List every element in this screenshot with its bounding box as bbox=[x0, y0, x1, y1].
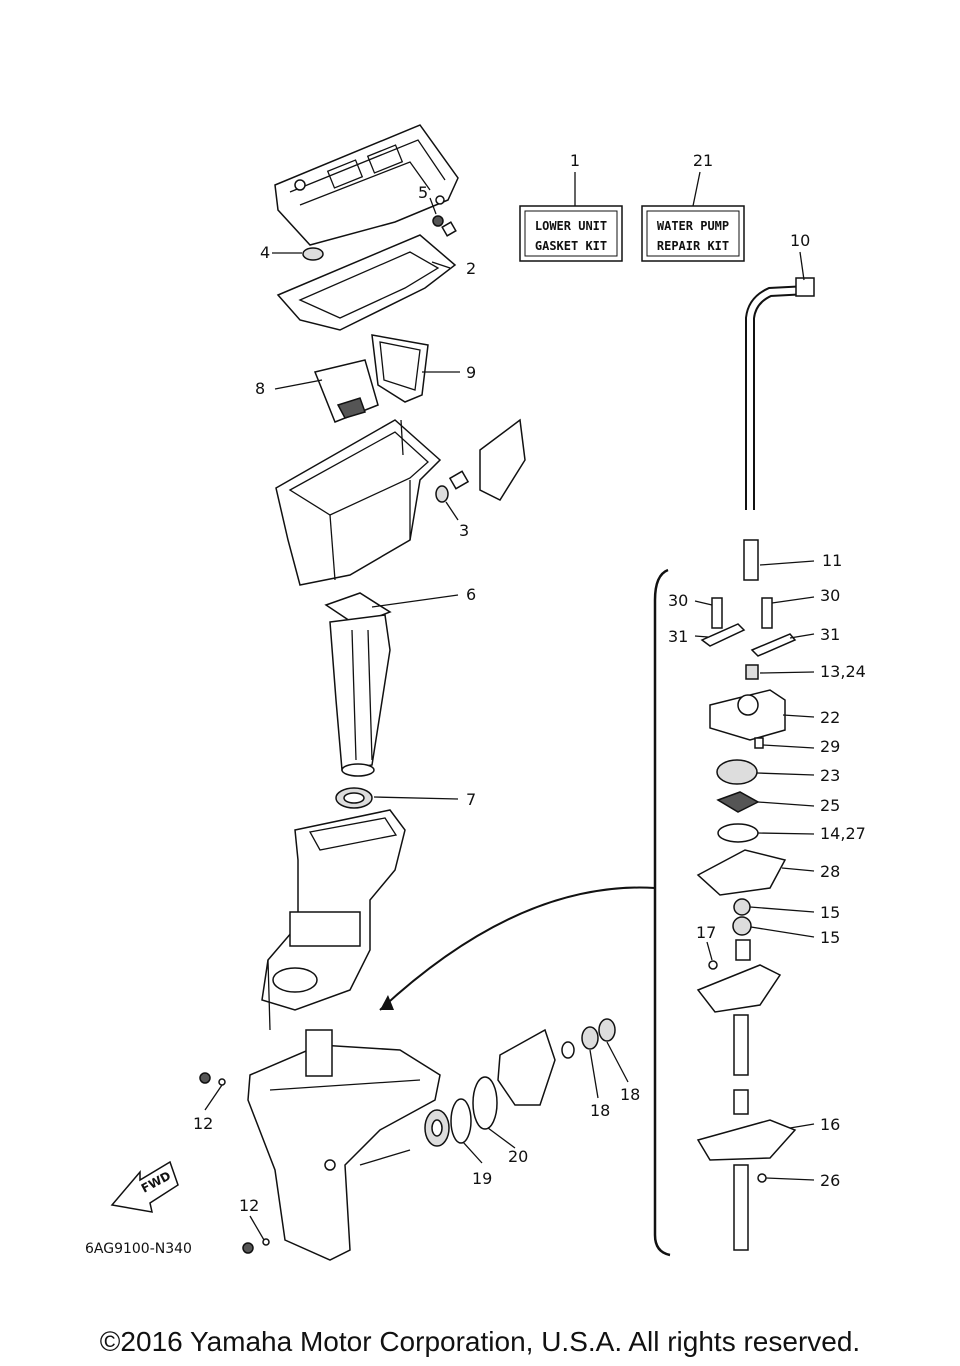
o-ring-part bbox=[435, 485, 449, 503]
callout-16[interactable]: 16 bbox=[820, 1115, 840, 1134]
kit-label-line2: REPAIR KIT bbox=[657, 239, 729, 253]
callout-11[interactable]: 11 bbox=[822, 551, 842, 570]
callout-30[interactable]: 30 bbox=[820, 586, 840, 605]
gasket-part bbox=[276, 234, 457, 331]
callout-4[interactable]: 4 bbox=[260, 243, 270, 262]
callout-7[interactable]: 7 bbox=[466, 790, 476, 809]
plate-part bbox=[750, 633, 797, 657]
plate-part bbox=[700, 623, 746, 647]
impeller-part bbox=[716, 791, 760, 813]
seal-part bbox=[581, 1026, 599, 1050]
callout-15[interactable]: 15 bbox=[820, 928, 840, 947]
key-part bbox=[757, 1173, 767, 1183]
kit-label-line1: LOWER UNIT bbox=[535, 219, 607, 233]
callout-5[interactable]: 5 bbox=[418, 183, 428, 202]
o-ring-part bbox=[472, 1076, 498, 1130]
lower-casing-part bbox=[275, 419, 442, 586]
callout-28[interactable]: 28 bbox=[820, 862, 840, 881]
callout-1[interactable]: 1 bbox=[570, 151, 580, 170]
callout-8[interactable]: 8 bbox=[255, 379, 265, 398]
callout-12[interactable]: 12 bbox=[239, 1196, 259, 1215]
outer-plate-cartridge-part bbox=[696, 964, 782, 1013]
callout-20[interactable]: 20 bbox=[508, 1147, 528, 1166]
kit-label-line1: WATER PUMP bbox=[657, 219, 729, 233]
bracket-part bbox=[479, 418, 526, 501]
washer-part bbox=[302, 247, 324, 261]
callout-25[interactable]: 25 bbox=[820, 796, 840, 815]
callout-18[interactable]: 18 bbox=[620, 1085, 640, 1104]
bolt-part bbox=[242, 1242, 254, 1254]
callout-19[interactable]: 19 bbox=[472, 1169, 492, 1188]
kit-label-line2: GASKET KIT bbox=[535, 239, 607, 253]
water-tube-part bbox=[743, 539, 759, 581]
callout-12[interactable]: 12 bbox=[193, 1114, 213, 1133]
callout-6[interactable]: 6 bbox=[466, 585, 476, 604]
callout-29[interactable]: 29 bbox=[820, 737, 840, 756]
bolt-part bbox=[761, 597, 773, 629]
bushing-part bbox=[733, 1089, 749, 1115]
seal-part bbox=[732, 916, 752, 936]
callout-3[interactable]: 3 bbox=[459, 521, 469, 540]
bolt-part bbox=[711, 597, 723, 629]
callout-18[interactable]: 18 bbox=[590, 1101, 610, 1120]
callout-31[interactable]: 31 bbox=[820, 625, 840, 644]
callout-13-24[interactable]: 13,24 bbox=[820, 662, 866, 681]
grommet-part bbox=[795, 277, 815, 297]
copyright-notice: ©2016 Yamaha Motor Corporation, U.S.A. A… bbox=[100, 1326, 860, 1357]
gasket-part bbox=[371, 334, 429, 403]
forward-arrow-icon: FWD bbox=[110, 1160, 179, 1213]
callout-14-27[interactable]: 14,27 bbox=[820, 824, 866, 843]
grommet-part bbox=[745, 664, 759, 680]
callout-9[interactable]: 9 bbox=[466, 363, 476, 382]
callout-17[interactable]: 17 bbox=[696, 923, 716, 942]
propeller-shaft-housing-part bbox=[497, 1028, 556, 1106]
seal-part bbox=[598, 1018, 616, 1042]
callout-23[interactable]: 23 bbox=[820, 766, 840, 785]
bushing-part bbox=[735, 939, 751, 961]
pin-part bbox=[754, 737, 764, 749]
callout-21[interactable]: 21 bbox=[693, 151, 713, 170]
group-bracket bbox=[653, 568, 671, 1257]
insert-part bbox=[716, 759, 758, 785]
callout-30[interactable]: 30 bbox=[668, 591, 688, 610]
o-ring-part bbox=[717, 823, 759, 843]
upper-casing-part bbox=[274, 124, 459, 246]
plate-part bbox=[696, 1119, 797, 1161]
dowel-pin-part bbox=[708, 960, 718, 970]
kit-box-lower-unit[interactable]: LOWER UNIT GASKET KIT bbox=[519, 205, 623, 262]
bolt-part bbox=[199, 1072, 211, 1084]
bolt-part bbox=[432, 215, 457, 237]
exhaust-guide-part bbox=[329, 614, 391, 771]
o-ring-part bbox=[450, 1098, 472, 1144]
callout-15[interactable]: 15 bbox=[820, 903, 840, 922]
gasket-part bbox=[696, 849, 787, 896]
leader-lines bbox=[204, 197, 815, 1241]
kit-box-water-pump[interactable]: WATER PUMP REPAIR KIT bbox=[641, 205, 745, 262]
callout-2[interactable]: 2 bbox=[466, 259, 476, 278]
pointer-arrow bbox=[379, 886, 656, 1011]
seal-part bbox=[733, 898, 751, 916]
callout-10[interactable]: 10 bbox=[790, 231, 810, 250]
driveshaft-part bbox=[733, 1164, 749, 1251]
driveshaft-part bbox=[733, 1014, 749, 1076]
callout-31[interactable]: 31 bbox=[668, 627, 688, 646]
driveshaft-housing-part bbox=[261, 809, 406, 1031]
callout-26[interactable]: 26 bbox=[820, 1171, 840, 1190]
gear-case-part bbox=[247, 1029, 441, 1261]
water-tube-part bbox=[745, 285, 809, 510]
callout-22[interactable]: 22 bbox=[820, 708, 840, 727]
diagram-code: 6AG9100-N340 bbox=[85, 1241, 192, 1257]
